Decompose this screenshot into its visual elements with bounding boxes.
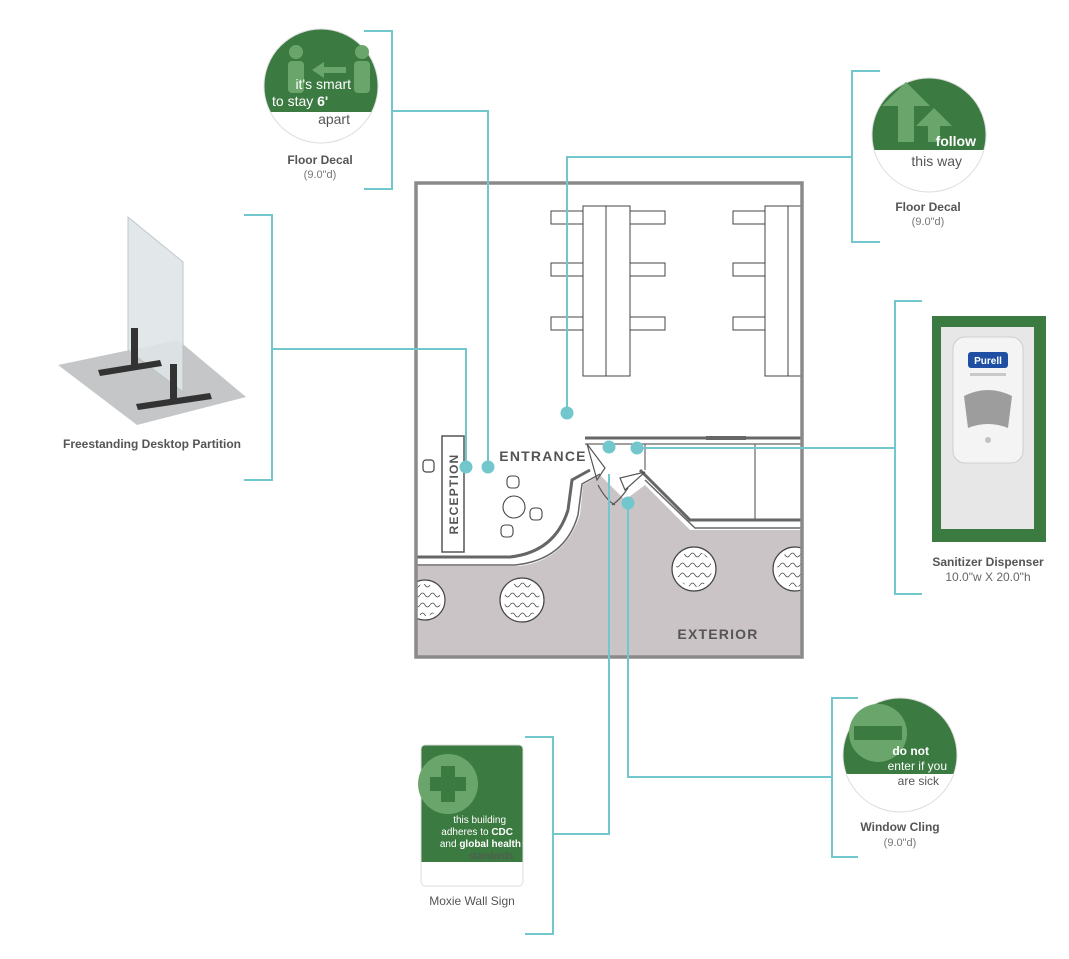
purell-logo-icon: [968, 352, 1008, 368]
bushes: [416, 546, 802, 623]
window-cling-title: Window Cling: [860, 820, 939, 834]
wall-sign-line3-text: and: [440, 839, 459, 850]
floor-decal-distance[interactable]: it's smart to stay 6' apart Floor Decal …: [260, 26, 384, 181]
wall-sign-line2: adheres to CDC: [441, 827, 513, 838]
partition-feet: [98, 328, 212, 410]
partition-title: Freestanding Desktop Partition: [63, 437, 241, 451]
dispenser-push-plate: [964, 390, 1012, 428]
wall-sign-line1: this building: [453, 815, 506, 826]
decal-distance-line2-bold: 6': [317, 93, 328, 109]
floor-decal-follow[interactable]: follow this way Floor Decal (9.0"d): [870, 76, 990, 228]
sanitizer-brand: Purell: [974, 356, 1002, 367]
decal-follow-line2: this way: [911, 153, 962, 169]
decal-distance-line2: to stay 6': [272, 93, 328, 109]
window-cling-bold: do not: [892, 744, 929, 758]
freestanding-partition[interactable]: Freestanding Desktop Partition: [58, 215, 246, 451]
sanitizer-title: Sanitizer Dispenser: [932, 555, 1044, 569]
wall-sign-line2-text: adheres to: [441, 827, 491, 838]
decal-distance-line3: apart: [318, 111, 350, 127]
medical-cross-icon: [418, 754, 478, 814]
callout-dot-partition[interactable]: [459, 460, 473, 474]
wall-sign-line4: standards: [469, 851, 513, 862]
decal-follow-title: Floor Decal: [895, 200, 960, 214]
wall-sign-line3: and global health: [440, 839, 521, 850]
wall-sign-title: Moxie Wall Sign: [429, 894, 515, 908]
callout-dots: [459, 406, 644, 510]
callout-dot-window-cling[interactable]: [621, 496, 635, 510]
decal-distance-title: Floor Decal: [287, 153, 352, 167]
reception-desk: [441, 435, 465, 553]
decal-follow-bold: follow: [936, 133, 977, 149]
decal-distance-line1: it's smart: [295, 76, 351, 92]
moxie-wall-sign[interactable]: this building adheres to CDC and global …: [418, 744, 524, 908]
sanitizer-size: 10.0"w X 20.0"h: [945, 570, 1030, 584]
lounge-seating: [500, 475, 543, 538]
entrance-label: ENTRANCE: [499, 448, 586, 464]
entrance-doors: [586, 443, 646, 506]
callout-dot-floor-decal-distance[interactable]: [481, 460, 495, 474]
double-arrow-up-icon: [882, 82, 952, 142]
sanitizer-dispenser[interactable]: Purell Sanitizer Dispenser 10.0"w X 20.0…: [932, 316, 1046, 584]
callout-dot-floor-decal-follow[interactable]: [560, 406, 574, 420]
decal-distance-size: (9.0"d): [304, 169, 337, 181]
reception-chair: [422, 459, 435, 473]
wall-sign-line2-bold: CDC: [491, 827, 513, 838]
partition-glass-panel: [127, 215, 184, 394]
exterior-label: EXTERIOR: [677, 626, 758, 642]
shelving-unit-left: [550, 205, 666, 377]
callout-dot-wall-sign[interactable]: [602, 440, 616, 454]
callout-lines: [244, 30, 922, 935]
curved-wall: [416, 468, 591, 559]
window-cling-line2: enter if you: [888, 759, 947, 773]
partition-floor-shadow: [58, 340, 246, 425]
reception-label: RECEPTION: [447, 454, 461, 535]
decal-distance-line2-text: to stay: [272, 93, 317, 109]
wall-sign-line3-bold: global health: [459, 839, 521, 850]
shelving-unit-right: [732, 205, 802, 377]
window-cling-line3: are sick: [898, 774, 940, 788]
decal-follow-size: (9.0"d): [912, 216, 945, 228]
window-cling[interactable]: do not enter if you are sick Window Clin…: [840, 696, 960, 849]
callout-dot-sanitizer[interactable]: [630, 441, 644, 455]
people-distance-icon: [288, 45, 370, 93]
window-cling-size: (9.0"d): [884, 837, 917, 849]
minus-circle-icon: [849, 704, 907, 762]
